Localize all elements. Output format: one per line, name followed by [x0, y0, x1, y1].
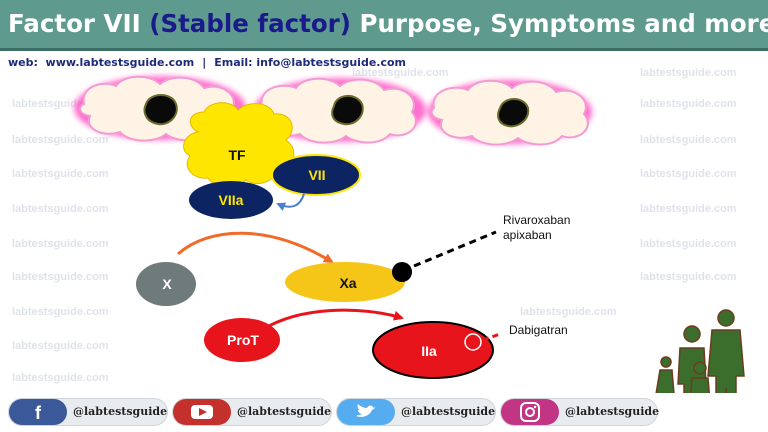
title-accent: (Stable factor) [140, 9, 351, 38]
inhibitor-line [413, 230, 497, 268]
cell-nucleus [497, 98, 530, 128]
twitter-handle: @labtestsguide [401, 405, 496, 418]
viia-node [189, 181, 273, 219]
page-title: Factor VII (Stable factor) Purpose, Symp… [8, 5, 768, 43]
contact-separator: | [202, 56, 207, 69]
activation-arrow [276, 193, 305, 211]
activation-arrow [177, 231, 334, 264]
xa-node [285, 262, 405, 302]
x-node [136, 262, 196, 306]
x-label: X [162, 276, 172, 292]
xa-label: Xa [339, 275, 356, 291]
vii-label: VII [308, 167, 325, 183]
vii-node [271, 154, 361, 196]
facebook-icon: f [9, 399, 67, 425]
inhibitor-line [482, 332, 501, 342]
cell-nucleus [331, 95, 364, 126]
watermark-text: labtestsguide.com [640, 238, 737, 250]
instagram-handle: @labtestsguide [565, 405, 660, 418]
header-divider [0, 48, 768, 51]
social-footer: f @labtestsguide @labtestsguide @labtest… [0, 393, 768, 432]
prot-label: ProT [227, 332, 259, 348]
watermark-text: labtestsguide.com [640, 134, 737, 146]
viia-label: VIIa [219, 192, 244, 208]
twitter-icon [337, 399, 395, 425]
prot-node [204, 318, 280, 362]
activation-arrow [261, 308, 404, 332]
watermark-text: labtestsguide.com [352, 67, 449, 79]
watermark-text: labtestsguide.com [520, 306, 617, 318]
youtube-link[interactable]: @labtestsguide [172, 398, 332, 426]
cell-nucleus [143, 94, 178, 126]
twitter-link[interactable]: @labtestsguide [336, 398, 496, 426]
iia-inhibitor-binding-site [464, 333, 482, 351]
watermark-text: labtestsguide.com [640, 271, 737, 283]
cell-membrane [74, 75, 592, 146]
iia-label: IIa [421, 343, 437, 359]
watermark-text: labtestsguide.com [12, 168, 109, 180]
watermark-text: labtestsguide.com [12, 340, 109, 352]
contact-line: web: www.labtestsguide.com | Email: info@l… [8, 56, 406, 69]
youtube-icon [173, 399, 231, 425]
watermark-text: labtestsguide.com [12, 271, 109, 283]
dabigatran-label: Dabigatran [509, 323, 568, 337]
title-main: Factor VII [8, 9, 141, 38]
svg-text:f: f [35, 403, 42, 423]
iia-node [372, 321, 494, 379]
header-bar: Factor VII (Stable factor) Purpose, Symp… [0, 0, 768, 48]
watermark-text: labtestsguide.com [12, 238, 109, 250]
instagram-icon [501, 399, 559, 425]
watermark-text: labtestsguide.com [12, 306, 109, 318]
website-link[interactable]: web: www.labtestsguide.com [8, 56, 195, 69]
facebook-handle: @labtestsguide [73, 405, 168, 418]
watermark-text: labtestsguide.com [640, 203, 737, 215]
watermark-text: labtestsguide.com [12, 203, 109, 215]
watermark-text: labtestsguide.com [12, 372, 109, 384]
tf-label: TF [228, 147, 246, 163]
instagram-link[interactable]: @labtestsguide [500, 398, 660, 426]
watermark-text: labtestsguide.com [640, 98, 737, 110]
email-link[interactable]: Email: info@labtestsguide.com [214, 56, 406, 69]
watermark-text: labtestsguide.com [640, 67, 737, 79]
watermark-text: labtestsguide.com [640, 168, 737, 180]
xa-inhibitor-binding-site [392, 262, 412, 282]
rivaroxaban-label: Rivaroxaban [503, 213, 570, 227]
apixaban-label: apixaban [503, 228, 552, 242]
facebook-link[interactable]: f @labtestsguide [8, 398, 168, 426]
youtube-handle: @labtestsguide [237, 405, 332, 418]
watermark-text: labtestsguide.com [12, 134, 109, 146]
title-rest: Purpose, Symptoms and more [350, 9, 768, 38]
